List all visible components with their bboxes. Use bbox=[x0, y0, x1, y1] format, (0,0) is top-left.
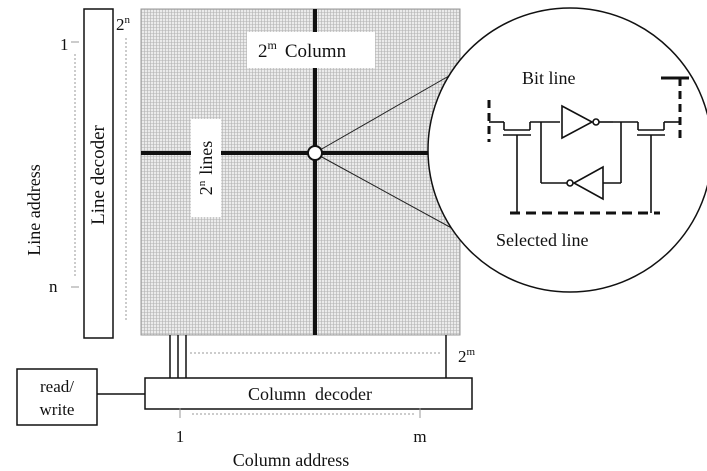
cell-zoom-circle bbox=[427, 7, 707, 293]
bit-line-label: Bit line bbox=[522, 68, 576, 88]
read-write-label-line2: write bbox=[40, 400, 75, 419]
read-write-box bbox=[16, 368, 98, 426]
line-address-start: 1 bbox=[60, 35, 69, 54]
column-address-range bbox=[179, 408, 421, 418]
line-address-label: Line address bbox=[24, 164, 44, 255]
column-decoder-label: Column decoder bbox=[248, 384, 372, 404]
lines-count-label: 2nlines bbox=[196, 141, 216, 196]
line-decoder-box bbox=[83, 8, 114, 339]
sram-cell-schematic bbox=[487, 76, 689, 215]
column-count-bottom: 2m bbox=[458, 346, 476, 366]
read-write-label-line1: read/ bbox=[40, 377, 74, 396]
column-select-wires bbox=[169, 335, 447, 378]
zoom-line-bottom bbox=[319, 155, 469, 238]
line-address-range bbox=[71, 41, 79, 288]
column-address-label: Column address bbox=[233, 450, 350, 470]
column-address-start: 1 bbox=[176, 427, 185, 446]
selected-cell-node bbox=[307, 145, 323, 161]
line-decoder-label: Line decoder bbox=[88, 124, 109, 224]
line-count-label: 2n bbox=[116, 14, 131, 34]
line-address-end: n bbox=[49, 277, 58, 296]
column-decoder-box bbox=[144, 377, 473, 410]
column-address-end: m bbox=[413, 427, 426, 446]
selected-line-label: Selected line bbox=[496, 230, 588, 250]
zoom-line-top bbox=[319, 64, 469, 151]
